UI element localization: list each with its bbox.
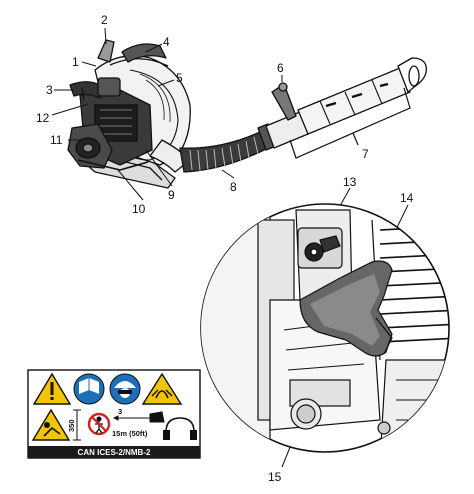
callout-10: 10 [132,202,146,216]
callout-numbers: 1 2 3 4 5 6 7 8 9 10 11 12 13 14 15 [36,13,414,484]
debris-warning-icon [31,408,71,441]
callout-8: 8 [230,180,237,194]
detail-view-circle [200,203,450,453]
read-manual-icon [73,373,105,405]
callout-3: 3 [46,83,53,97]
no-bystanders-icon [87,412,111,436]
distance-marker: 350 [67,409,81,441]
hearing-protection-icon [163,417,197,440]
tube-bracket [289,87,411,159]
callout-9: 9 [168,188,175,202]
callout-14: 14 [400,191,414,205]
callout-7: 7 [362,147,369,161]
callout-6: 6 [277,61,284,75]
wear-protection-icon [109,373,141,405]
callout-4: 4 [163,35,170,49]
warning-triangle-icon [32,372,72,405]
distance-arrow [112,411,165,423]
callout-13: 13 [343,175,357,189]
flex-tube [179,131,269,173]
callout-1: 1 [72,55,79,69]
hot-surface-warning-icon [141,372,183,405]
distance-text: 15m (50ft) [112,429,148,438]
callout-2: 2 [101,13,108,27]
distance-vertical-value: 350 [67,419,76,432]
backpack-blower-illustration [67,39,427,189]
label-footer-bar [28,446,200,458]
detail-handle-part [299,260,393,357]
label-footer-text: CAN ICES-2/NMB-2 [78,448,151,457]
marker-number: 3 [118,407,122,416]
callout-5: 5 [176,71,183,85]
callout-11: 11 [50,133,63,147]
callout-15: 15 [268,470,282,484]
safety-label: 350 3 15m (50ft) CAN ICES-2/NMB-2 [27,369,201,459]
callout-12: 12 [36,111,50,125]
